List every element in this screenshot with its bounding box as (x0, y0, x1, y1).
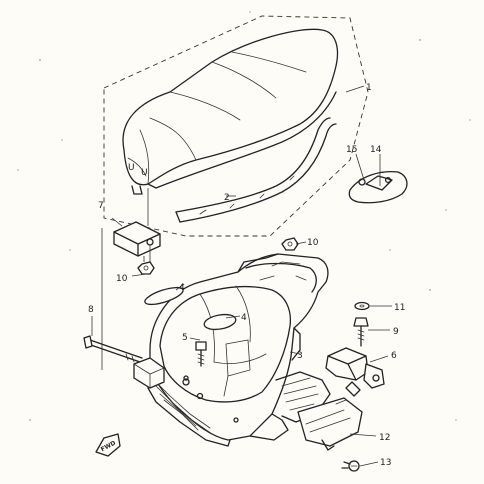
screw (195, 341, 207, 367)
callout-15: 15 (346, 145, 357, 155)
bolt-part-9 (353, 317, 369, 347)
screw-part-13 (341, 460, 360, 472)
callout-12: 12 (379, 433, 390, 443)
nut-top (281, 237, 299, 251)
seat-hinge-bracket (113, 221, 161, 265)
callout-8: 8 (88, 305, 94, 315)
callout-7: 7 (98, 201, 104, 211)
storage-box (147, 253, 329, 447)
callout-14: 14 (370, 145, 382, 155)
callout-9: 9 (393, 327, 399, 337)
box-undercarriage (275, 371, 331, 423)
callout-4-upper: 4 (179, 283, 185, 293)
seat: U U (122, 28, 339, 195)
callout-1: 1 (366, 83, 372, 93)
scan-noise (17, 11, 471, 421)
mounting-plate (297, 397, 363, 451)
callout-3: 3 (297, 351, 303, 361)
box-hinge-mount (133, 357, 190, 389)
callout-2: 2 (224, 193, 230, 203)
seat-lock-bracket (348, 170, 408, 204)
seat-trim-strip (175, 117, 337, 223)
svg-text:U: U (141, 168, 148, 178)
washer (354, 301, 370, 311)
svg-text:U: U (128, 163, 135, 173)
forward-direction-arrow: FWD (95, 433, 121, 457)
leader-lines (91, 85, 392, 467)
alignment-line (101, 188, 149, 370)
nut-left (137, 261, 155, 275)
callout-6: 6 (391, 351, 397, 361)
callout-10-top: 10 (307, 238, 319, 248)
callout-11: 11 (394, 303, 405, 313)
seat-lock-assembly (325, 347, 385, 397)
rubber-pad-lower (203, 313, 237, 331)
callout-13: 13 (380, 458, 391, 468)
callout-10-left: 10 (116, 274, 128, 284)
long-bolt (83, 335, 143, 363)
callout-4-lower: 4 (241, 313, 247, 323)
rubber-pad-upper (144, 286, 184, 306)
callout-5: 5 (182, 333, 188, 343)
